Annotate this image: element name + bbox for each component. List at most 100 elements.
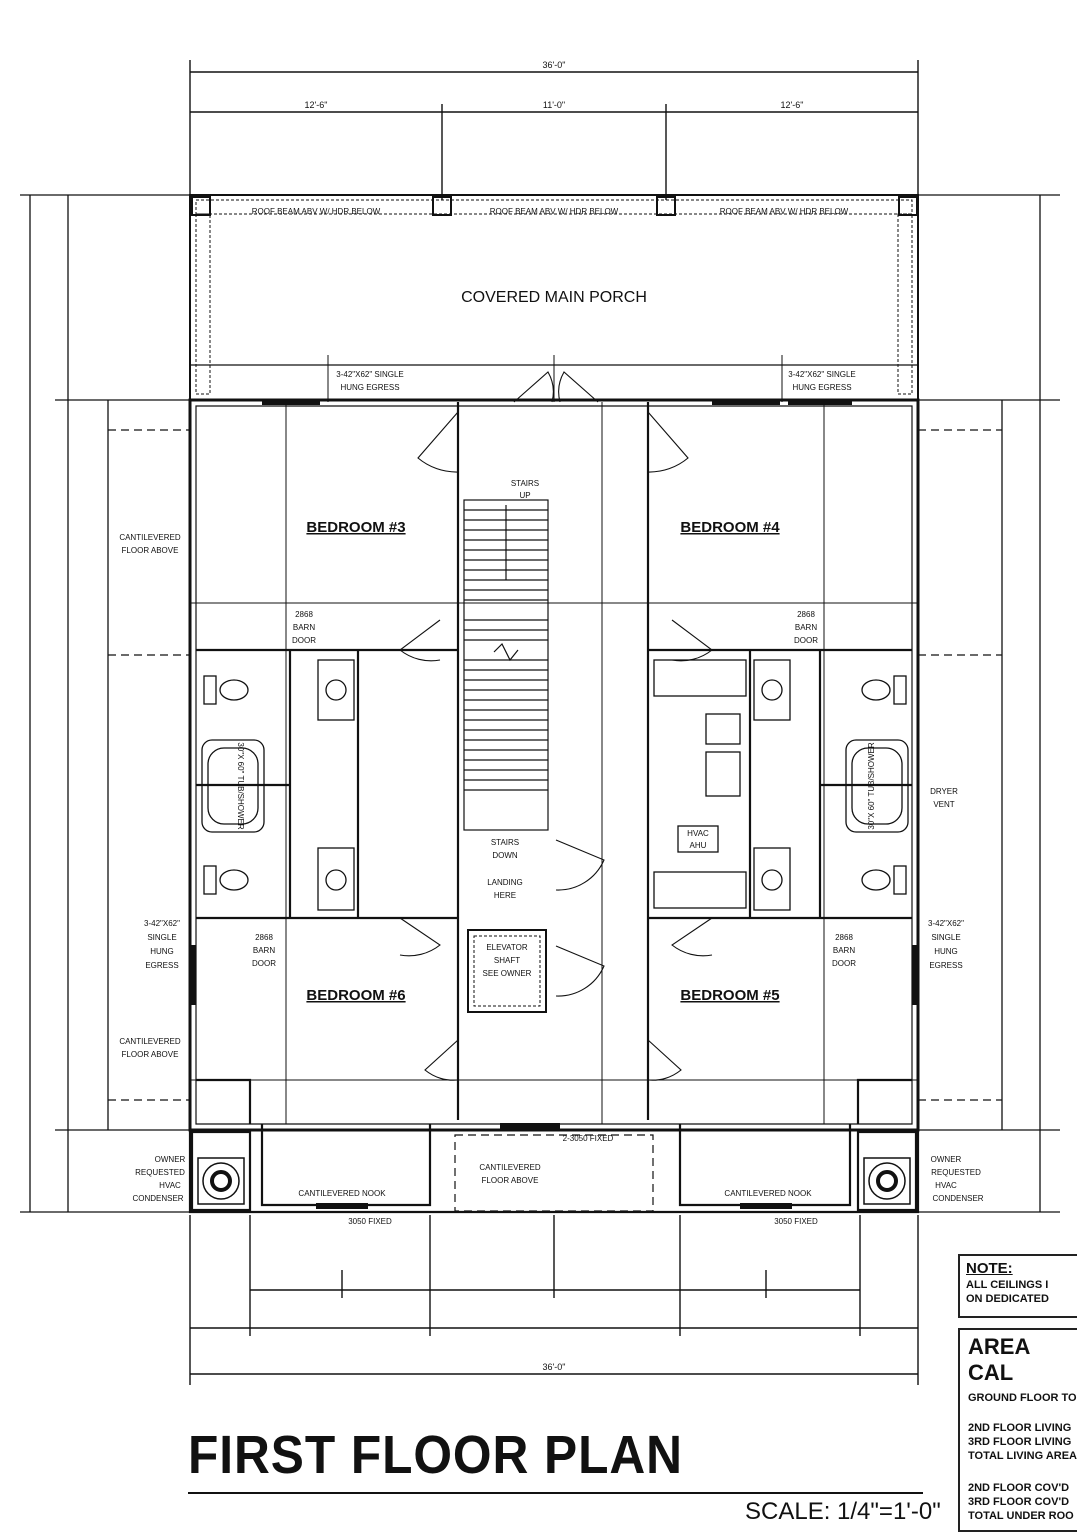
hvac-left-4: CONDENSER [132, 1194, 183, 1203]
barn-door-5-b: BARN [833, 946, 855, 955]
barn-door-5-a: 2868 [835, 933, 853, 942]
bedroom-6-label: BEDROOM #6 [306, 987, 405, 1004]
elevator-label-3: SEE OWNER [483, 969, 532, 978]
barn-door-6-c: DOOR [252, 959, 276, 968]
roof-beam-note-3: ROOF BEAM ABV W/ HDR BELOW [720, 207, 849, 216]
roof-beam-note-2: ROOF BEAM ABV W/ HDR BELOW [490, 207, 619, 216]
stairs-down-1: STAIRS [491, 838, 519, 847]
bedroom-5-label: BEDROOM #5 [680, 987, 779, 1004]
egress-right-4: EGRESS [929, 961, 962, 970]
bath-fixtures [201, 659, 909, 911]
hvac-right-2: REQUESTED [931, 1168, 981, 1177]
hvac-left-1: OWNER [155, 1155, 186, 1164]
egress-top-right-2: HUNG EGRESS [792, 383, 851, 392]
bottom-dimensions [189, 1215, 919, 1385]
overall-width-dim-top: 36'-0" [543, 60, 566, 70]
interior-walls [196, 402, 912, 1124]
barn-door-3-c: DOOR [292, 636, 316, 645]
fixed-window-center: 2-3050 FIXED [563, 1134, 614, 1143]
dim-top-mid: 11'-0" [543, 100, 565, 110]
area-line-7: 2ND FLOOR COV'D [968, 1482, 1070, 1494]
barn-door-4-c: DOOR [794, 636, 818, 645]
barn-door-5-c: DOOR [832, 959, 856, 968]
porch-label: COVERED MAIN PORCH [461, 289, 647, 306]
exterior-walls [188, 398, 920, 1132]
egress-left-3: HUNG [150, 947, 174, 956]
stairs-up-1: STAIRS [511, 479, 539, 488]
hvac-left-3: HVAC [159, 1181, 181, 1190]
barn-door-4-a: 2868 [797, 610, 815, 619]
title-underline [188, 1492, 923, 1494]
hvac-right-1: OWNER [931, 1155, 962, 1164]
door-swings [399, 371, 713, 1081]
hvac-ahu-2: AHU [690, 841, 707, 850]
cantilever-left-upper-2: FLOOR ABOVE [122, 546, 179, 555]
landing-2: HERE [494, 891, 516, 900]
elevator-label-1: ELEVATOR [486, 943, 528, 952]
egress-top-right-1: 3-42"X62" SINGLE [788, 370, 856, 379]
area-line-8: 3RD FLOOR COV'D [968, 1496, 1070, 1508]
stairs-down-2: DOWN [492, 851, 518, 860]
egress-left-1: 3-42"X62" [144, 919, 180, 928]
dim-top-right: 12'-6" [781, 100, 804, 110]
bedroom-4-label: BEDROOM #4 [680, 519, 780, 536]
area-line-1: GROUND FLOOR TO [968, 1392, 1077, 1404]
barn-door-3-b: BARN [293, 623, 315, 632]
egress-right-3: HUNG [934, 947, 958, 956]
area-line-3: 2ND FLOOR LIVING [968, 1422, 1072, 1434]
nook-left-label: CANTILEVERED NOOK [298, 1189, 386, 1198]
area-line-2 [968, 1404, 1071, 1418]
cantilever-outlines [108, 429, 1002, 1212]
note-panel: NOTE: ALL CEILINGS I ON DEDICATED [958, 1254, 1077, 1318]
tub-shower-right: 30"X 60" TUB/SHOWER [867, 742, 876, 830]
hvac-left-2: REQUESTED [135, 1168, 185, 1177]
area-heading: AREA CAL [968, 1334, 1030, 1385]
fixed-window-left: 3050 FIXED [348, 1217, 392, 1226]
cantilever-left-lower-2: FLOOR ABOVE [122, 1050, 179, 1059]
area-calc-panel: AREA CAL GROUND FLOOR TO 2ND FLOOR LIVIN… [958, 1328, 1077, 1532]
barn-door-4-b: BARN [795, 623, 817, 632]
bottom-bumpouts [188, 1123, 920, 1214]
drawing-scale: SCALE: 1/4"=1'-0" [745, 1498, 941, 1525]
egress-left-2: SINGLE [147, 933, 176, 942]
bedroom-3-label: BEDROOM #3 [306, 519, 405, 536]
landing-1: LANDING [487, 878, 523, 887]
area-line-6 [968, 1462, 1071, 1476]
cantilever-center-2: FLOOR ABOVE [482, 1176, 539, 1185]
tub-shower-left: 30"X 60" TUB/SHOWER [236, 742, 245, 830]
area-line-5: TOTAL LIVING AREA [968, 1450, 1077, 1462]
egress-top-left-1: 3-42"X62" SINGLE [336, 370, 404, 379]
egress-left-4: EGRESS [145, 961, 178, 970]
side-dimensions [20, 194, 1060, 1213]
elevator-shaft [467, 929, 547, 1013]
hvac-right-4: CONDENSER [932, 1194, 983, 1203]
cantilever-left-lower-1: CANTILEVERED [119, 1037, 181, 1046]
elevator-label-2: SHAFT [494, 956, 520, 965]
note-line-1: ALL CEILINGS I [966, 1279, 1049, 1291]
hvac-right-3: HVAC [935, 1181, 957, 1190]
area-line-4: 3RD FLOOR LIVING [968, 1436, 1072, 1448]
area-line-9: TOTAL UNDER ROO [968, 1510, 1074, 1522]
barn-door-3-a: 2868 [295, 610, 313, 619]
note-heading: NOTE: [966, 1260, 1013, 1277]
egress-right-2: SINGLE [931, 933, 960, 942]
egress-right-1: 3-42"X62" [928, 919, 964, 928]
drawing-title: FIRST FLOOR PLAN [188, 1425, 683, 1485]
overall-width-dim-bottom: 36'-0" [543, 1362, 566, 1372]
nook-right-label: CANTILEVERED NOOK [724, 1189, 812, 1198]
egress-top-left-2: HUNG EGRESS [340, 383, 399, 392]
stairs [463, 499, 549, 831]
cantilever-center-1: CANTILEVERED [479, 1163, 541, 1172]
interior-dim-lines [190, 402, 918, 1124]
barn-door-6-a: 2868 [255, 933, 273, 942]
note-line-2: ON DEDICATED [966, 1293, 1049, 1305]
fixed-window-right: 3050 FIXED [774, 1217, 818, 1226]
top-dimensions [189, 60, 919, 200]
hvac-ahu-1: HVAC [687, 829, 709, 838]
roof-beam-note-1: ROOF BEAM ABV W/ HDR BELOW [252, 207, 381, 216]
covered-porch [189, 194, 919, 402]
hvac-condensers [197, 1157, 911, 1205]
stairs-up-2: UP [519, 491, 530, 500]
dryer-vent-2: VENT [933, 800, 954, 809]
